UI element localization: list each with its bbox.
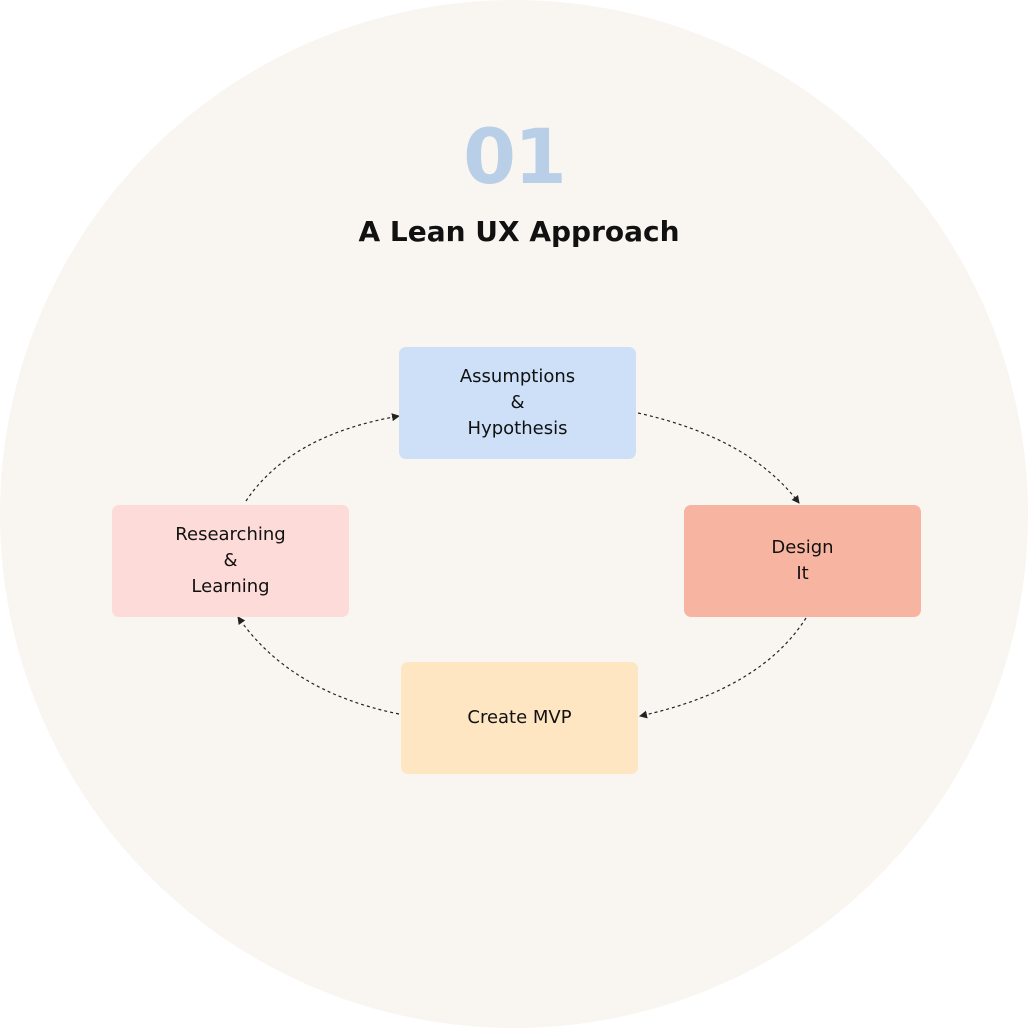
node-researching-learning: Researching & Learning	[112, 505, 349, 617]
node-label-line: Researching	[175, 524, 286, 545]
node-create-mvp: Create MVP	[401, 662, 638, 774]
node-label-line: &	[510, 392, 525, 413]
node-design-it: Design It	[684, 505, 921, 617]
node-label-line: Learning	[191, 576, 270, 597]
node-label-line: Assumptions	[459, 366, 576, 387]
arrow-design-to-mvp	[639, 617, 807, 719]
node-label-line: Create MVP	[467, 707, 572, 728]
node-label-line: &	[223, 550, 238, 571]
arrow-research-to-assumptions	[245, 413, 400, 502]
node-assumptions-hypothesis: Assumptions & Hypothesis	[399, 347, 636, 459]
arrow-mvp-to-research	[237, 616, 400, 715]
section-number: 01	[463, 112, 567, 201]
diagram-title: A Lean UX Approach	[358, 215, 680, 248]
arrow-assumptions-to-design	[637, 412, 800, 504]
node-label-line: It	[796, 563, 809, 584]
node-label-line: Design	[771, 537, 834, 558]
node-label-line: Hypothesis	[467, 418, 568, 439]
